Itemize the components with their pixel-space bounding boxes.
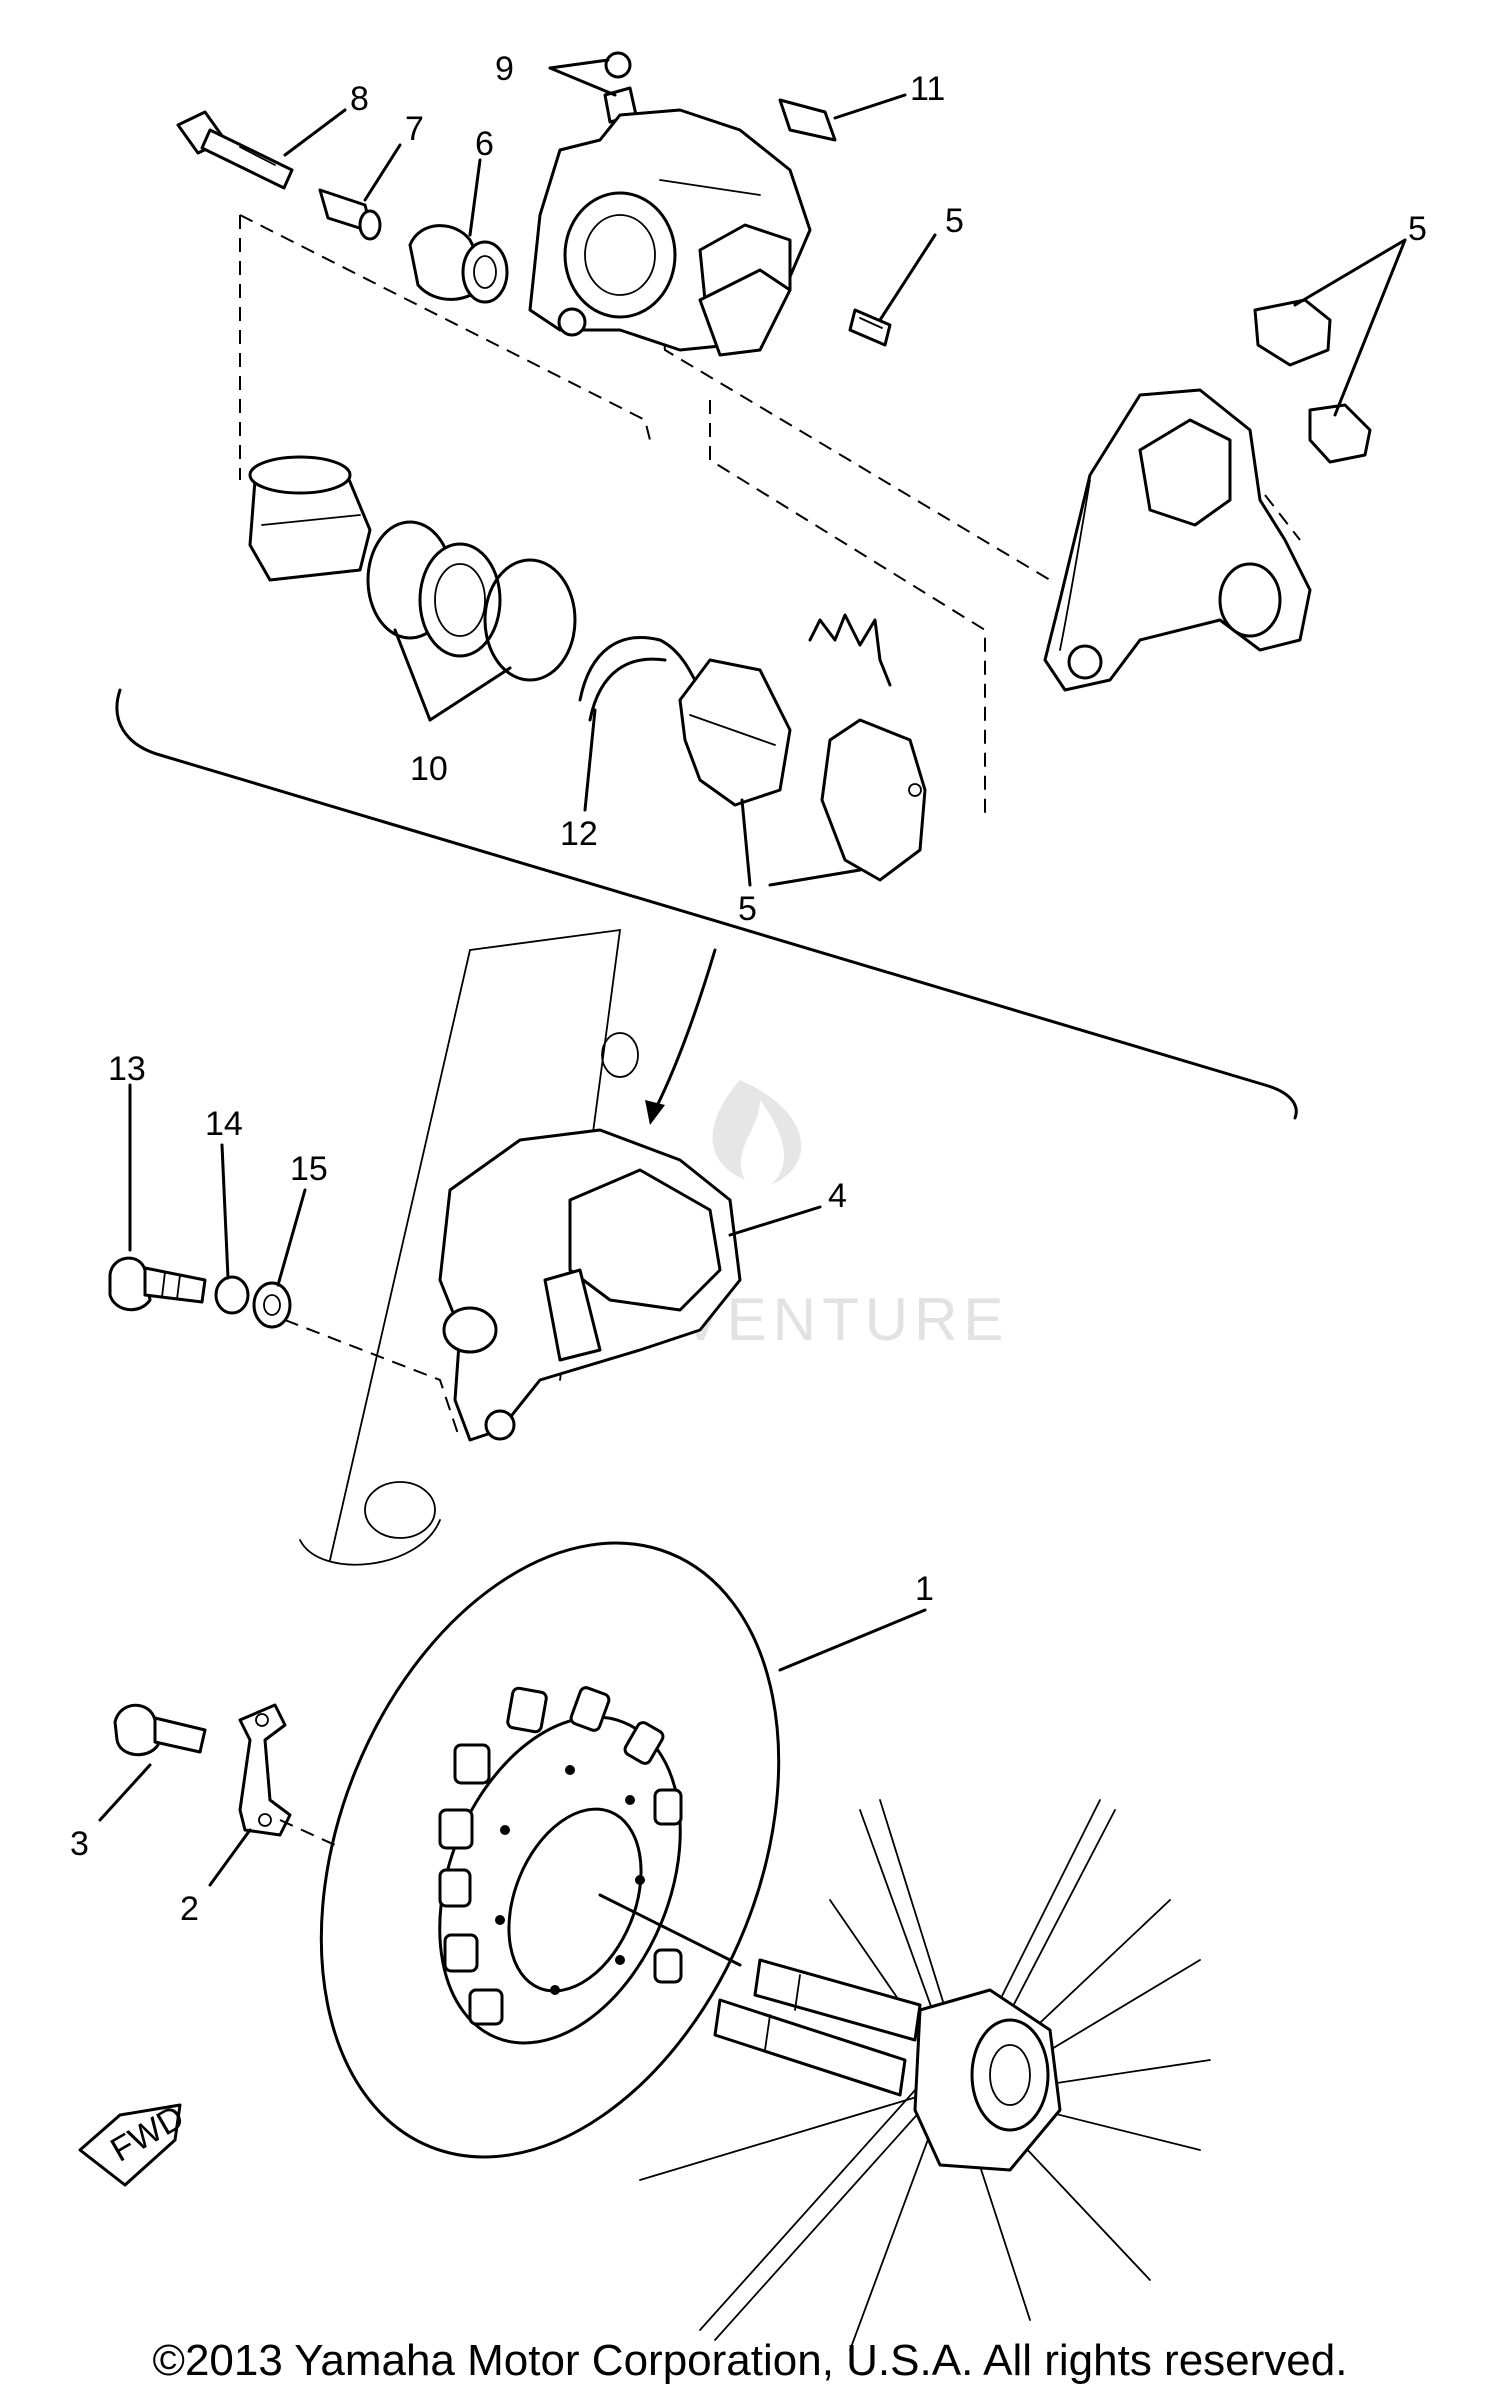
boot-part-6 xyxy=(408,224,509,304)
screw-part-5-upper xyxy=(848,308,892,347)
callout-5-pads: 5 xyxy=(738,890,757,928)
caliper-body-upper xyxy=(528,108,812,357)
callout-15: 15 xyxy=(290,1150,328,1188)
leader-lines xyxy=(98,58,1407,1887)
callout-9: 9 xyxy=(495,50,514,88)
caliper-assembly-part-4 xyxy=(438,1128,742,1442)
callout-6: 6 xyxy=(475,125,494,163)
callout-13: 13 xyxy=(108,1050,146,1088)
callout-11: 11 xyxy=(910,70,945,108)
callout-3: 3 xyxy=(70,1825,89,1863)
group-bracket xyxy=(115,688,1298,1120)
caliper-support-bracket xyxy=(1043,388,1312,692)
washer-part-14 xyxy=(214,1275,250,1315)
washer-part-15 xyxy=(252,1281,292,1329)
assembly-arrow xyxy=(645,948,717,1125)
disc-bolt-holes xyxy=(495,1765,645,1995)
bolt-part-13 xyxy=(108,1256,207,1311)
pad-clip-part-5-right-a xyxy=(1253,298,1332,367)
shim-part-12 xyxy=(578,636,702,722)
callout-12: 12 xyxy=(560,815,598,853)
callout-7: 7 xyxy=(405,110,424,148)
leader-disc-to-hub xyxy=(598,1893,742,1967)
lock-washer-part-2 xyxy=(238,1703,292,1837)
brake-pad-left xyxy=(678,658,792,807)
seals-part-10 xyxy=(366,520,577,682)
brake-pad-right xyxy=(820,718,927,882)
callout-5-upper: 5 xyxy=(945,202,964,240)
callout-4: 4 xyxy=(828,1177,847,1215)
callout-14: 14 xyxy=(205,1105,243,1143)
fwd-direction-marker: FWD xyxy=(78,2098,190,2187)
assembly-line-disc xyxy=(279,1819,336,1846)
bolt-part-3 xyxy=(113,1703,207,1756)
piston xyxy=(248,455,372,582)
sleeve-part-7 xyxy=(318,188,382,241)
callout-10: 10 xyxy=(410,750,448,788)
wheel-hub xyxy=(639,1799,1211,2351)
callout-2: 2 xyxy=(180,1890,199,1928)
pad-spring xyxy=(808,613,892,687)
brake-disc-part-1 xyxy=(319,1541,781,2159)
callout-1: 1 xyxy=(915,1570,934,1608)
pad-clip-part-5-right-b xyxy=(1308,403,1372,464)
assembly-lines-upper xyxy=(239,214,1301,815)
callout-labels: 1 2 3 4 5 5 5 5 6 7 8 9 10 11 12 13 14 1… xyxy=(70,50,1427,1928)
callout-5-right: 5 xyxy=(1408,210,1427,248)
copyright-notice: ©2013 Yamaha Motor Corporation, U.S.A. A… xyxy=(152,2336,1348,2385)
bleed-screw-part-9 xyxy=(603,51,638,124)
callout-8: 8 xyxy=(350,80,369,118)
assembly-line-bolt xyxy=(284,1319,461,1441)
disc-cooling-holes xyxy=(438,1686,683,2026)
pad-pin-part-11 xyxy=(778,98,837,142)
caliper-bolt-part-8 xyxy=(176,110,294,190)
